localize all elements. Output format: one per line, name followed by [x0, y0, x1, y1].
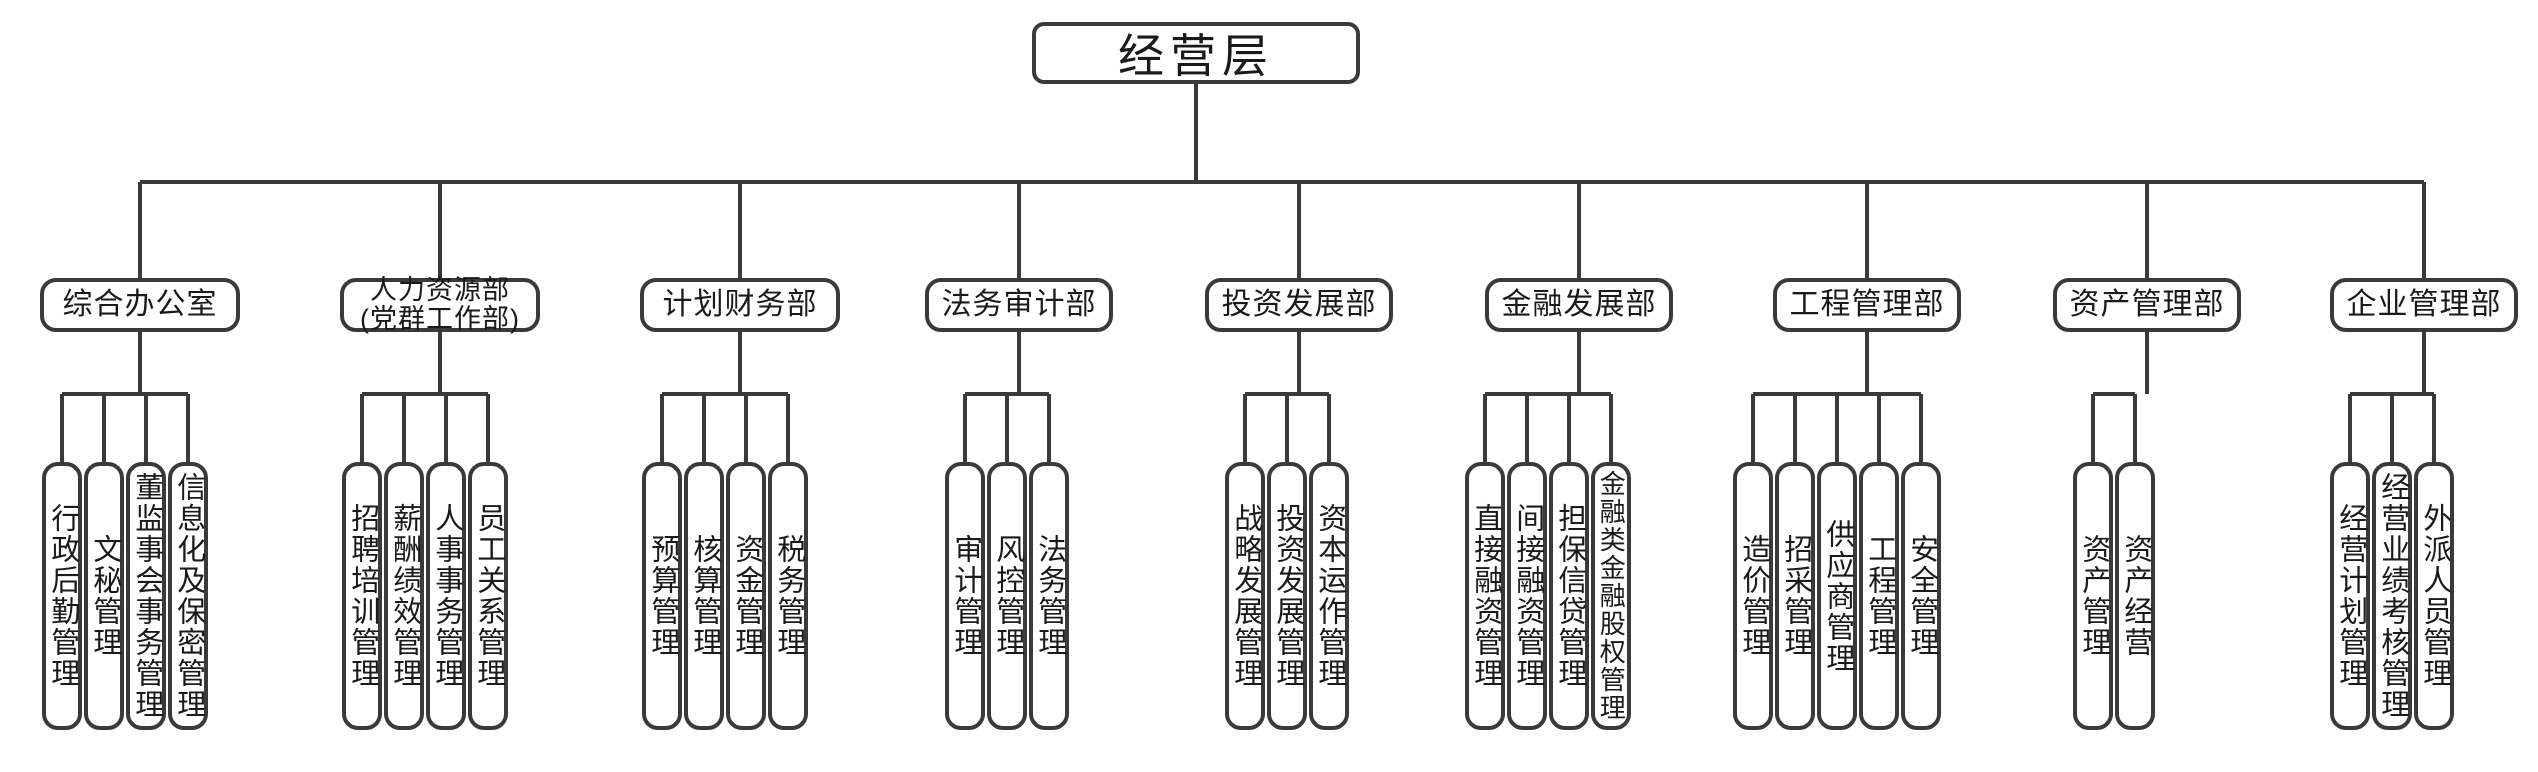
function-node[interactable]: 间接融资管理	[1507, 462, 1547, 730]
department-node-investment-development[interactable]: 投资发展部	[1205, 278, 1393, 332]
function-node-label: 安全管理	[1905, 534, 1938, 658]
function-node-label: 工程管理	[1863, 534, 1896, 658]
function-node-label: 造价管理	[1737, 534, 1770, 658]
function-node-label: 资产管理	[2077, 534, 2110, 658]
function-node[interactable]: 供应商管理	[1817, 462, 1857, 730]
function-node[interactable]: 风控管理	[987, 462, 1027, 730]
function-node-label: 资金管理	[730, 534, 763, 658]
root-node-management-level[interactable]: 经营层	[1032, 22, 1360, 84]
function-node[interactable]: 招采管理	[1775, 462, 1815, 730]
department-node-label: 计划财务部	[662, 287, 818, 321]
function-node-label: 外派人员管理	[2418, 503, 2451, 689]
function-node-label: 风控管理	[991, 534, 1024, 658]
function-node-label: 文秘管理	[88, 534, 121, 658]
function-node[interactable]: 金融类金融股权管理	[1591, 462, 1631, 730]
function-node[interactable]: 投资发展管理	[1267, 462, 1307, 730]
function-node[interactable]: 法务管理	[1029, 462, 1069, 730]
function-node[interactable]: 战略发展管理	[1225, 462, 1265, 730]
function-node[interactable]: 资产经营	[2115, 462, 2155, 730]
root-node-label: 经营层	[1118, 30, 1274, 82]
function-node[interactable]: 文秘管理	[84, 462, 124, 730]
function-node[interactable]: 外派人员管理	[2414, 462, 2454, 730]
department-node-label: 工程管理部	[1789, 287, 1945, 321]
function-node[interactable]: 安全管理	[1901, 462, 1941, 730]
function-node-label: 员工关系管理	[472, 503, 505, 689]
function-node-label: 信息化及保密管理	[172, 472, 205, 720]
function-node[interactable]: 资产管理	[2073, 462, 2113, 730]
function-node-label: 担保信贷管理	[1553, 503, 1586, 689]
department-node-label: 企业管理部	[2346, 287, 2502, 321]
function-node[interactable]: 造价管理	[1733, 462, 1773, 730]
function-node-label: 资本运作管理	[1313, 503, 1346, 689]
function-node[interactable]: 董监事会事务管理	[126, 462, 166, 730]
function-node[interactable]: 预算管理	[642, 462, 682, 730]
function-node-label: 董监事会事务管理	[130, 472, 163, 720]
department-node-label: 资产管理部	[2069, 287, 2225, 321]
function-node-label: 预算管理	[646, 534, 679, 658]
department-node-comprehensive-office[interactable]: 综合办公室	[40, 278, 240, 332]
function-node[interactable]: 人事事务管理	[426, 462, 466, 730]
function-node[interactable]: 资本运作管理	[1309, 462, 1349, 730]
department-node-label: 综合办公室	[62, 287, 218, 321]
department-node-human-resources[interactable]: 人力资源部 (党群工作部)	[340, 274, 540, 334]
function-node-label: 战略发展管理	[1229, 503, 1262, 689]
department-node-enterprise-management[interactable]: 企业管理部	[2330, 278, 2518, 332]
function-node-label: 间接融资管理	[1511, 503, 1544, 689]
function-node[interactable]: 经营计划管理	[2330, 462, 2370, 730]
department-node-label: 法务审计部	[941, 287, 1097, 321]
function-node[interactable]: 审计管理	[945, 462, 985, 730]
function-node-label: 税务管理	[772, 534, 805, 658]
function-node-label: 经营计划管理	[2334, 503, 2367, 689]
function-node[interactable]: 担保信贷管理	[1549, 462, 1589, 730]
function-node[interactable]: 资金管理	[726, 462, 766, 730]
department-node-legal-audit[interactable]: 法务审计部	[925, 278, 1113, 332]
function-node[interactable]: 招聘培训管理	[342, 462, 382, 730]
function-node-label: 法务管理	[1033, 534, 1066, 658]
department-node-financial-development[interactable]: 金融发展部	[1485, 278, 1673, 332]
function-node-label: 薪酬绩效管理	[388, 503, 421, 689]
function-node-label: 招聘培训管理	[346, 503, 379, 689]
function-node-label: 投资发展管理	[1271, 503, 1304, 689]
function-node-label: 招采管理	[1779, 534, 1812, 658]
function-node-label: 直接融资管理	[1469, 503, 1502, 689]
function-node-label: 人事事务管理	[430, 503, 463, 689]
function-node-label: 行政后勤管理	[46, 503, 79, 689]
function-node-label: 资产经营	[2119, 534, 2152, 658]
function-node-label: 经营业绩考核管理	[2376, 472, 2409, 720]
function-node-label: 供应商管理	[1821, 518, 1854, 674]
department-node-label: 金融发展部	[1501, 287, 1657, 321]
department-node-planning-finance[interactable]: 计划财务部	[640, 278, 840, 332]
department-node-asset-management[interactable]: 资产管理部	[2053, 278, 2241, 332]
function-node[interactable]: 核算管理	[684, 462, 724, 730]
function-node[interactable]: 行政后勤管理	[42, 462, 82, 730]
department-node-engineering-management[interactable]: 工程管理部	[1773, 278, 1961, 332]
function-node-label: 金融类金融股权管理	[1596, 470, 1627, 722]
department-node-label: 人力资源部 (党群工作部)	[360, 274, 520, 334]
function-node[interactable]: 税务管理	[768, 462, 808, 730]
function-node[interactable]: 信息化及保密管理	[168, 462, 208, 730]
function-node-label: 核算管理	[688, 534, 721, 658]
function-node-label: 审计管理	[949, 534, 982, 658]
function-node[interactable]: 员工关系管理	[468, 462, 508, 730]
function-node[interactable]: 直接融资管理	[1465, 462, 1505, 730]
function-node[interactable]: 工程管理	[1859, 462, 1899, 730]
department-node-label: 投资发展部	[1221, 287, 1377, 321]
function-node[interactable]: 薪酬绩效管理	[384, 462, 424, 730]
function-node[interactable]: 经营业绩考核管理	[2372, 462, 2412, 730]
